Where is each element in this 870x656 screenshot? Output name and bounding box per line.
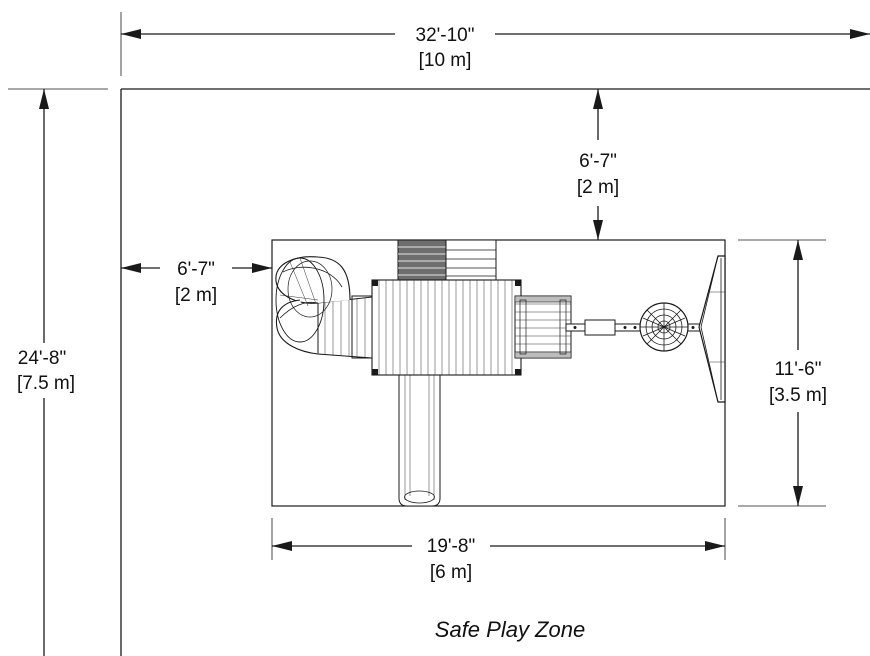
safe-play-zone-label: Safe Play Zone [435, 617, 585, 642]
extension-lines [8, 12, 826, 560]
overall-width-imperial: 32'-10" [416, 25, 475, 46]
side-clearance-imperial: 6'-7" [177, 259, 215, 280]
a-frame-swing-leg [698, 255, 726, 403]
side-platform [514, 295, 572, 359]
side-clearance-metric: [2 m] [175, 285, 217, 306]
safe-play-zone-boundary [120, 88, 870, 656]
side-clearance-dimension: 6'-7" [2 m] [121, 259, 272, 306]
playset-top-view [275, 239, 726, 507]
overall-width-metric: [10 m] [419, 50, 472, 71]
structure-depth-imperial: 11'-6" [775, 359, 822, 380]
overall-depth-imperial: 24'-8" [18, 348, 66, 369]
overall-width-dimension: 32'-10" [10 m] [121, 25, 870, 71]
spiral-tube-slide [275, 256, 351, 355]
web-swing [639, 302, 689, 352]
main-deck [371, 279, 522, 376]
top-clearance-metric: [2 m] [577, 177, 619, 198]
structure-depth-metric: [3.5 m] [769, 385, 827, 406]
top-clearance-dimension: 6'-7" [2 m] [577, 89, 619, 240]
straight-slide [398, 371, 441, 507]
climbing-wall [397, 239, 497, 283]
tube-slide-connector [317, 295, 373, 359]
top-clearance-imperial: 6'-7" [579, 151, 617, 172]
structure-width-metric: [6 m] [430, 562, 472, 583]
overall-depth-dimension: 24'-8" [7.5 m] [17, 89, 75, 656]
structure-width-dimension: 19'-8" [6 m] [272, 536, 725, 583]
structure-width-imperial: 19'-8" [427, 536, 475, 557]
overall-depth-metric: [7.5 m] [17, 373, 75, 394]
structure-depth-dimension: 11'-6" [3.5 m] [769, 240, 827, 506]
